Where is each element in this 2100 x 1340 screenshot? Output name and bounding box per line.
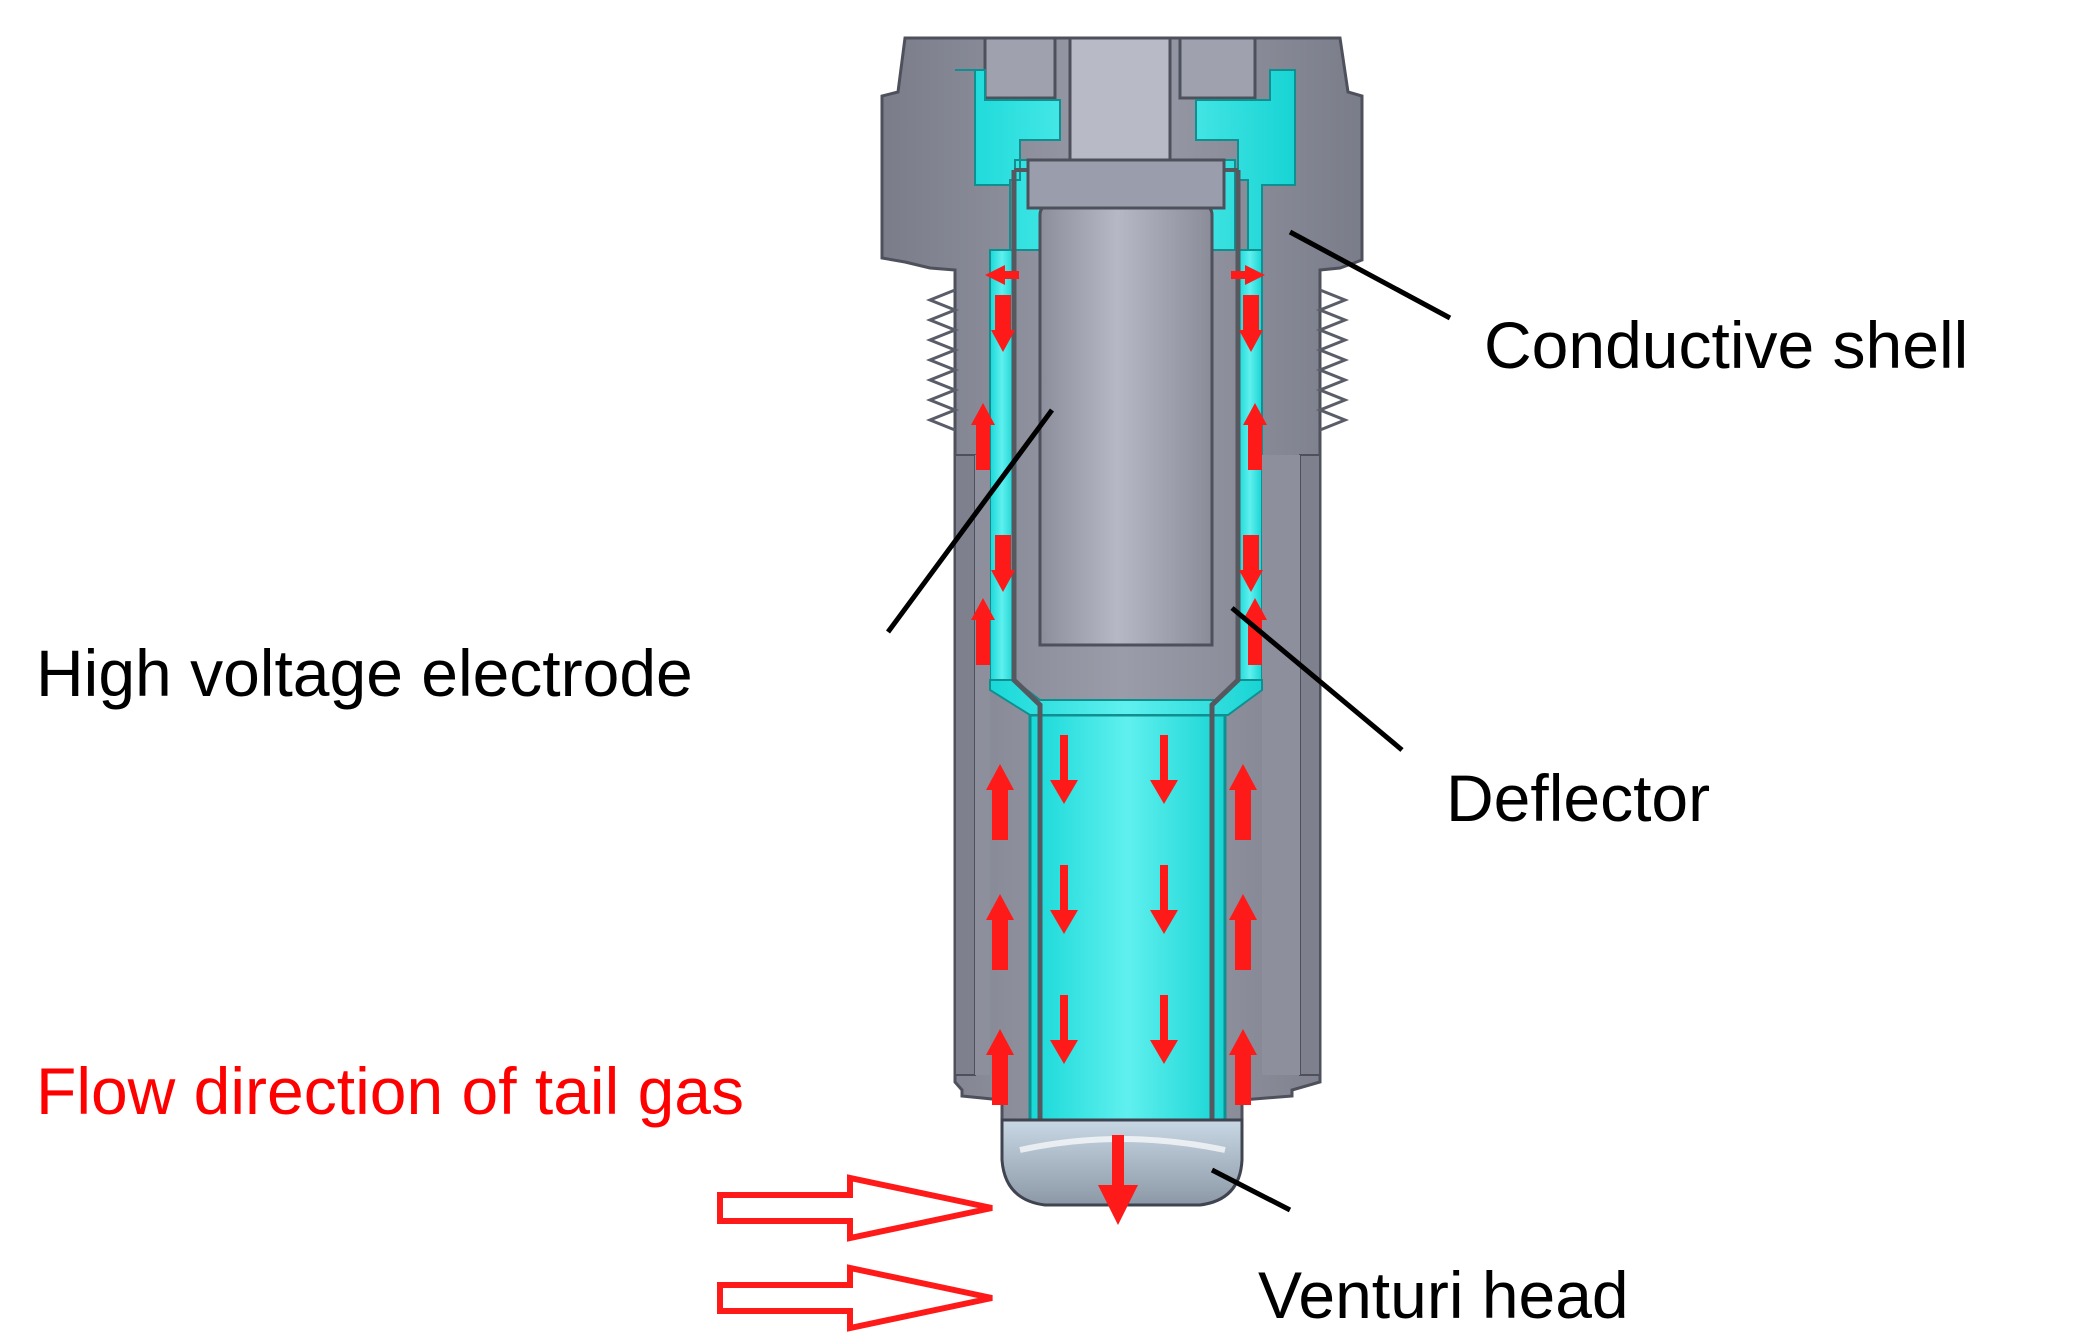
- up-arrows: [971, 403, 1267, 1105]
- venturi-head-label: Venturi head: [1258, 1258, 1629, 1332]
- down-arrows-tube: [1050, 735, 1178, 1064]
- leader-venturi-head: [1210, 1167, 1292, 1213]
- leader-conductive-shell: [1288, 229, 1452, 321]
- leader-lines: [885, 229, 1452, 1213]
- down-arrow: [1239, 295, 1263, 352]
- conductive-shell-label: Conductive shell: [1484, 308, 1969, 382]
- exit-arrow: [1098, 1135, 1138, 1225]
- high-voltage-electrode-label: High voltage electrode: [36, 636, 693, 710]
- down-arrow: [991, 535, 1015, 592]
- deflector-label: Deflector: [1446, 761, 1711, 835]
- high-voltage-electrode: [1026, 158, 1226, 647]
- hollow-right-arrow-icon: [717, 1174, 993, 1332]
- down-arrow: [1239, 535, 1263, 592]
- leader-deflector: [1230, 606, 1404, 752]
- inlet-arrow-left: [985, 265, 1019, 285]
- down-arrow: [991, 295, 1015, 352]
- leader-high-voltage-electrode: [885, 408, 1055, 634]
- inlet-arrow-right: [1231, 265, 1265, 285]
- flow-direction-label: Flow direction of tail gas: [36, 1054, 744, 1128]
- flow-arrows: [971, 265, 1267, 1225]
